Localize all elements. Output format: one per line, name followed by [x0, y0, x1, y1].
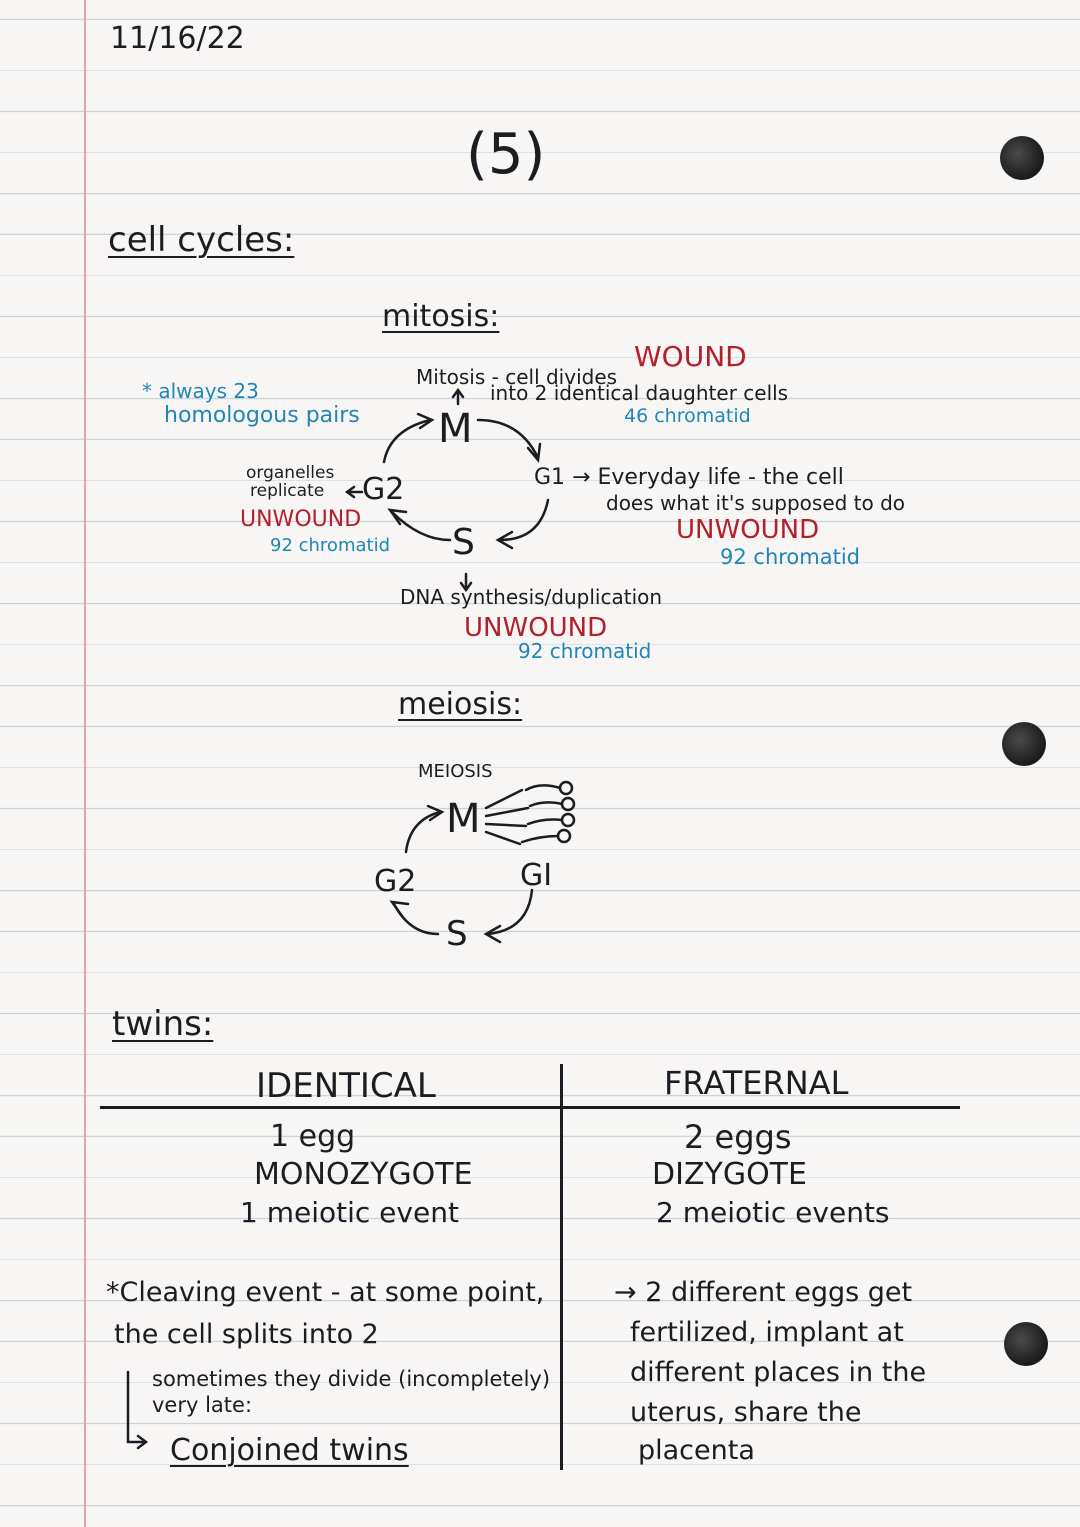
- meiosis-node-g1: GI: [520, 858, 553, 893]
- meiosis-node-m: M: [446, 796, 481, 842]
- mitosis-side-note-2: homologous pairs: [164, 403, 360, 428]
- fraternal-note-2: fertilized, implant at: [630, 1317, 904, 1348]
- mitosis-s-state: UNWOUND: [464, 613, 608, 643]
- mitosis-m-desc-2: into 2 identical daughter cells: [490, 381, 789, 405]
- page-date: 11/16/22: [110, 21, 245, 56]
- meiosis-label: MEIOSIS: [418, 761, 493, 782]
- mitosis-s-chromatid: 92 chromatid: [518, 639, 652, 663]
- meiosis-node-g2: G2: [374, 864, 417, 899]
- identical-line-2: MONOZYGOTE: [254, 1157, 473, 1192]
- mitosis-g1-chromatid: 92 chromatid: [720, 545, 860, 569]
- page-number: (5): [466, 122, 546, 187]
- twins-heading: twins:: [112, 1004, 214, 1044]
- margin-line: [84, 0, 86, 1527]
- identical-result: Conjoined twins: [170, 1433, 409, 1468]
- mitosis-g1-state: UNWOUND: [676, 515, 820, 545]
- identical-note-2: the cell splits into 2: [114, 1319, 379, 1350]
- fraternal-line-2: DIZYGOTE: [652, 1157, 807, 1192]
- fraternal-note-1: → 2 different eggs get: [614, 1277, 913, 1308]
- fraternal-note-4: uterus, share the: [630, 1397, 862, 1428]
- mitosis-g1-desc-2: does what it's supposed to do: [606, 491, 906, 515]
- mitosis-m-desc-1: Mitosis - cell divides: [416, 365, 618, 389]
- identical-sub-2: very late:: [152, 1393, 253, 1417]
- twins-table-header-rule: [100, 1106, 960, 1109]
- mitosis-g2-chromatid: 92 chromatid: [270, 535, 390, 556]
- mitosis-side-note: * always 23: [142, 379, 259, 403]
- identical-note-1: *Cleaving event - at some point,: [106, 1277, 545, 1308]
- mitosis-node-g2: G2: [362, 472, 405, 507]
- fraternal-header: FRATERNAL: [664, 1064, 849, 1102]
- mitosis-heading: mitosis:: [382, 299, 500, 334]
- fraternal-note-5: placenta: [638, 1435, 755, 1466]
- identical-line-3: 1 meiotic event: [240, 1196, 459, 1229]
- binder-hole-middle: [1002, 722, 1046, 766]
- identical-sub-1: sometimes they divide (incompletely): [152, 1367, 551, 1391]
- mitosis-node-m: M: [438, 406, 473, 452]
- binder-hole-bottom: [1004, 1322, 1048, 1366]
- fraternal-note-3: different places in the: [630, 1357, 927, 1388]
- binder-hole-top: [1000, 136, 1044, 180]
- twins-table-column-rule: [560, 1064, 563, 1470]
- mitosis-g2-desc-1: organelles: [246, 463, 335, 483]
- mitosis-g2-desc-2: replicate: [250, 481, 325, 501]
- identical-line-1: 1 egg: [270, 1119, 356, 1154]
- mitosis-node-s: S: [452, 522, 475, 563]
- mitosis-m-chromatid: 46 chromatid: [624, 405, 751, 427]
- mitosis-g2-state: UNWOUND: [240, 507, 362, 532]
- meiosis-node-s: S: [446, 914, 468, 954]
- fraternal-line-3: 2 meiotic events: [656, 1196, 890, 1229]
- cell-cycles-heading: cell cycles:: [108, 220, 295, 260]
- mitosis-s-desc: DNA synthesis/duplication: [400, 585, 663, 609]
- meiosis-heading: meiosis:: [398, 687, 523, 722]
- mitosis-m-state: WOUND: [634, 340, 747, 373]
- fraternal-line-1: 2 eggs: [684, 1118, 792, 1156]
- identical-header: IDENTICAL: [256, 1066, 436, 1106]
- mitosis-g1-desc-1: G1 → Everyday life - the cell: [534, 465, 844, 490]
